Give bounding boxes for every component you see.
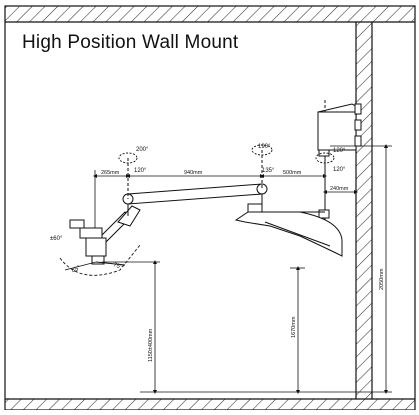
mount-offset-label: 500mm [283, 170, 302, 176]
ceiling-hatch [5, 6, 415, 23]
mount-upper-label: 120° [333, 148, 346, 154]
head-tilt-label: ±60° [50, 236, 63, 242]
optics-height-label: 1150±400mm [148, 328, 154, 362]
joint2-rotation-label: 190° [258, 144, 271, 150]
mount-height-label: 2050mm [379, 268, 385, 290]
frame [4, 5, 416, 411]
wall-bracket [317, 100, 362, 222]
arm-length-label: 940mm [184, 170, 203, 176]
mount-depth-label: 240mm [330, 186, 349, 192]
main-arm [122, 150, 268, 205]
arm-height-label: 1670mm [291, 316, 297, 338]
joint2-limit-label: 135° [262, 168, 275, 174]
dimension-labels: 265mm 940mm 500mm 240mm 1150±400mm 1670m… [101, 170, 385, 362]
angle-labels: 200° 120° 190° 135° 120° 120° ±60° 45° 7… [50, 144, 346, 275]
diagram-title: High Position Wall Mount [22, 32, 239, 53]
horizontal-dimensions [93, 170, 358, 228]
vertical-dimensions [102, 144, 392, 394]
head-swing-a-label: 45° [71, 265, 82, 275]
arm-offset-label: 265mm [101, 170, 120, 176]
floor-hatch [5, 398, 415, 410]
rotation-arcs [59, 144, 335, 276]
mount-lower-label: 120° [333, 167, 346, 173]
microscope-head [69, 204, 141, 265]
joint1-rotation-label: 200° [136, 147, 149, 153]
joint1-limit-label: 120° [134, 168, 147, 174]
head-swing-b-label: 75° [112, 262, 123, 271]
wall-hatch [355, 22, 373, 399]
spring-arm [234, 194, 343, 257]
